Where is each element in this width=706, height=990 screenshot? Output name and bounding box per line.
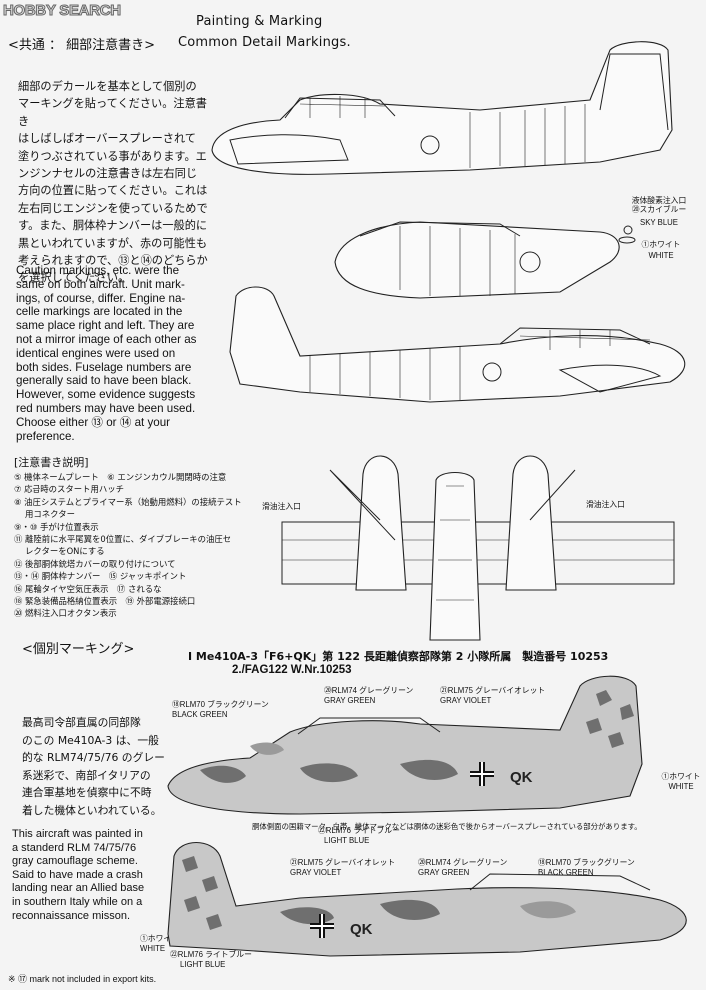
label-sky-blue-ja: 液体酸素注入口 ⑳スカイブルー [631,196,687,214]
callout-rlm76-ja-1: ㉒RLM76 ライトブルー [318,826,400,835]
intro-paragraph-ja: 細部のデカールを基本として個別の マーキングを貼ってください。注意書き はしばし… [18,80,208,285]
section-subtitle-ja: <共通 ： 細部注意書き> [8,38,156,53]
callout-rlm74-ja: ⑳RLM74 グレーグリーン [324,686,414,695]
callout-white-en-2: WHITE [140,944,166,953]
footer-note: ※ ⑰ mark not included in export kits. [8,974,157,984]
scheme-desc-ja: 最高司令部直属の同部隊 のこの Me410A-3 は、一般 的な RLM74/7… [22,716,165,817]
scheme-title-ja: Ⅰ Me410A-3「F6+QK」第 122 長距離偵察部隊第 2 小隊所属 製… [188,650,609,663]
aircraft-side-view-middle [334,221,636,299]
callout-white-en-1: WHITE [668,782,694,791]
aircraft-underside-view [281,455,675,641]
callout-white-ja-2: ①ホワイト [140,934,179,943]
section-subtitle-en: Common Detail Markings. [178,35,351,50]
intro-paragraph-en: Caution markings, etc. were the same on … [16,264,197,443]
watermark-logo: HOBBY SEARCH [3,2,122,20]
callout-rlm76-en-2: LIGHT BLUE [180,960,226,969]
aircraft-camo-side-b: QK [167,842,687,957]
callout-rlm74-en: GRAY GREEN [324,696,376,705]
aircraft-code-b: QK [350,921,373,938]
callout-rlm75-en-2: GRAY VIOLET [290,868,342,877]
scheme-title-en: 2./FAG122 W.Nr.10253 [232,664,352,676]
callout-white-ja-1: ①ホワイト [661,772,701,781]
callout-rlm70-en-2: BLACK GREEN [538,868,594,877]
notes-title: [注意書き説明] [14,456,89,469]
page-title: Painting & Marking [196,14,323,29]
aircraft-side-view-top [211,41,673,175]
individual-title: <個別マーキング> [22,642,135,657]
overspray-note: 胴体側面の国籍マーク、白帯、機体マークなどは胴体の迷彩色で後からオーバースプレー… [252,822,642,831]
aircraft-camo-side-a: QK [167,675,643,815]
callout-rlm70-en: BLACK GREEN [172,710,228,719]
label-white-en: WHITE [648,251,674,260]
callout-rlm74-ja-2: ⑳RLM74 グレーグリーン [418,858,508,867]
label-oil-right: 滑油注入口 [586,500,625,509]
callout-rlm75-ja: ㉑RLM75 グレーバイオレット [440,686,546,695]
callout-rlm76-en-1: LIGHT BLUE [324,836,370,845]
callout-rlm76-ja-2: ㉒RLM76 ライトブルー [170,950,252,959]
label-sky-blue-en: SKY BLUE [640,218,678,227]
callout-rlm75-en: GRAY VIOLET [440,696,492,705]
notes-list: ⑤ 機体ネームプレート ⑥ エンジンカウル開閉時の注意 ⑦ 応급時のスタート用ハ… [14,472,242,619]
aircraft-code-a: QK [510,769,533,786]
callout-rlm70-ja-2: ⑱RLM70 ブラックグリーン [538,858,635,867]
callout-rlm70-ja: ⑱RLM70 ブラックグリーン [172,700,269,709]
scheme-desc-en: This aircraft was painted in a standerd … [12,828,145,922]
callout-rlm74-en-2: GRAY GREEN [418,868,470,877]
label-oil-left: 滑油注入口 [262,502,301,511]
callout-rlm75-ja-2: ㉑RLM75 グレーバイオレット [290,858,396,867]
aircraft-side-view-bottom [229,286,686,403]
label-white-ja: ①ホワイト [641,240,681,249]
